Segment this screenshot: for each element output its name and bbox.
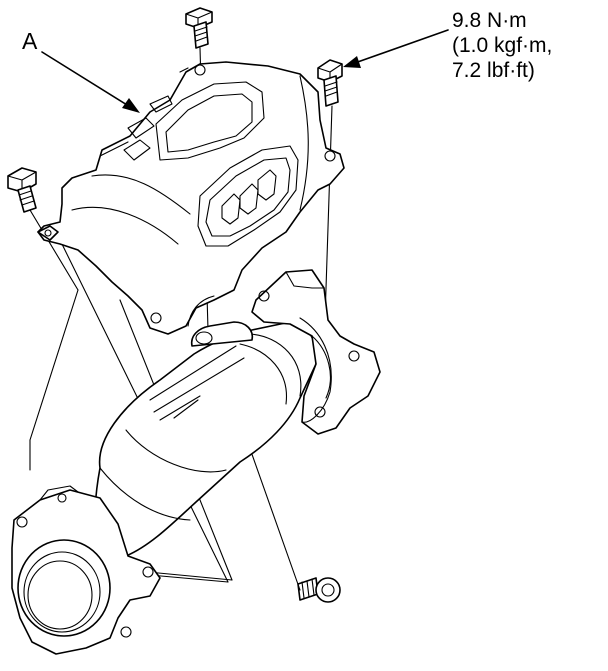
heat-shield: [37, 61, 345, 335]
catalytic-converter: [11, 269, 381, 655]
callout-a-leader: [41, 51, 140, 113]
callout-a-label: A: [22, 28, 38, 54]
torque-spec-line: 7.2 lbf·ft): [452, 59, 535, 82]
torque-spec-line: 9.8 N·m: [452, 9, 527, 32]
right-shield-bolt: [317, 59, 343, 107]
upper-shield-bolt: [185, 7, 213, 49]
left-shield-bolt: [7, 167, 37, 213]
torque-spec-line: (1.0 kgf·m,: [452, 34, 553, 57]
lower-flange-bolt: [297, 577, 341, 603]
torque-leader: [343, 29, 449, 68]
torque-spec: 9.8 N·m (1.0 kgf·m, 7.2 lbf·ft): [452, 8, 552, 83]
